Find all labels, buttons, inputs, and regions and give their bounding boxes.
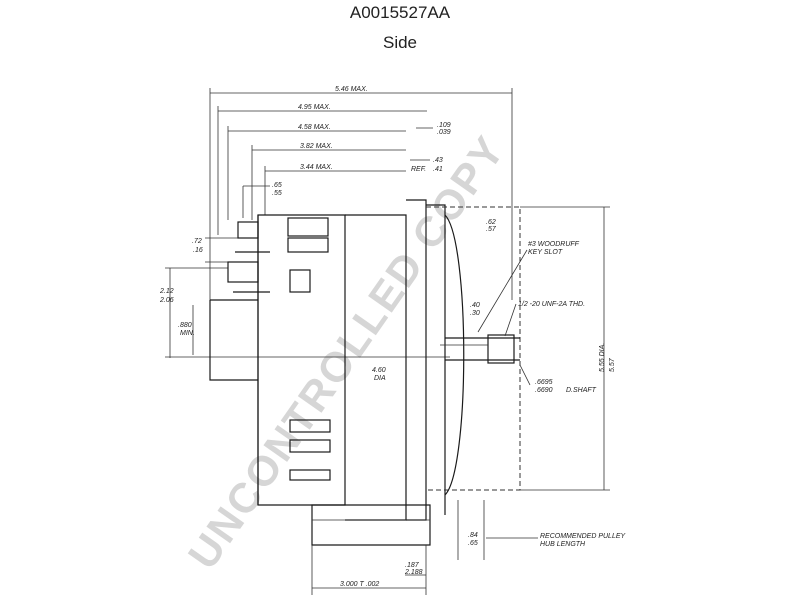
dim-thread: 1/2 -20 UNF-2A THD.: [518, 301, 585, 308]
dim-57: .57: [486, 226, 497, 233]
dim-109: .109: [437, 122, 451, 129]
pulley-note-1: RECOMMENDED PULLEY: [540, 533, 627, 540]
dim-16: .16: [193, 247, 203, 254]
dim-206: 2.06: [159, 297, 174, 304]
dim-min: MIN.: [180, 330, 195, 337]
alternator-body: [209, 199, 521, 546]
dim-40: .40: [470, 302, 480, 309]
dim-62: .62: [486, 219, 496, 226]
dim-overall: 5.46 MAX.: [335, 86, 368, 93]
dim-880: .880: [178, 322, 192, 329]
dim-187: .187: [405, 562, 420, 569]
dim-6690: .6690: [535, 387, 553, 394]
dim-458: 4.58 MAX.: [298, 124, 331, 131]
dim-382: 3.82 MAX.: [300, 143, 333, 150]
dim-72: .72: [192, 238, 202, 245]
dim-039: .039: [437, 129, 451, 136]
dim-keyslot: KEY SLOT: [528, 249, 563, 256]
dim-495: 4.95 MAX.: [298, 104, 331, 111]
bottom-dimensions: 3.000 T .002 .187 2.188: [311, 545, 427, 595]
part-number-title: A0015527AA: [349, 3, 451, 22]
dim-212: 2.12: [159, 288, 174, 295]
top-dimensions: 5.46 MAX. 4.95 MAX. 4.58 MAX. 3.82 MAX. …: [209, 86, 513, 300]
dim-6695: .6695: [535, 379, 553, 386]
view-subtitle: Side: [382, 33, 418, 52]
dim-460: 4.60: [372, 367, 386, 374]
dim-woodruff: #3 WOODRUFF: [528, 241, 580, 248]
dim-65-top: .65: [272, 182, 282, 189]
dim-43: .43: [433, 157, 443, 164]
dim-2188: 2.188: [404, 569, 423, 576]
dim-diam-right: 5.55 DIA.: [599, 343, 606, 372]
pulley-note-2: HUB LENGTH: [540, 541, 586, 548]
dim-30: .30: [470, 310, 480, 317]
dim-3000: 3.000 T .002: [340, 581, 379, 588]
dim-65b: .65: [468, 540, 478, 547]
dim-shaft: D.SHAFT: [566, 387, 597, 394]
dim-84: .84: [468, 532, 478, 539]
dim-65-bot: .55: [272, 190, 282, 197]
left-dimensions: .72 .16 2.12 2.06 .880 MIN.: [159, 237, 450, 358]
dim-344: 3.44 MAX.: [300, 164, 333, 171]
right-dimensions: 5.55 DIA. 5.57 .62 .57 #3 WOODRUFF KEY S…: [372, 206, 627, 560]
dim-ref: REF.: [411, 166, 426, 173]
dim-41: .41: [433, 166, 443, 173]
dim-diam-right2: 5.57: [609, 357, 616, 372]
dim-dia: DIA: [374, 375, 386, 382]
